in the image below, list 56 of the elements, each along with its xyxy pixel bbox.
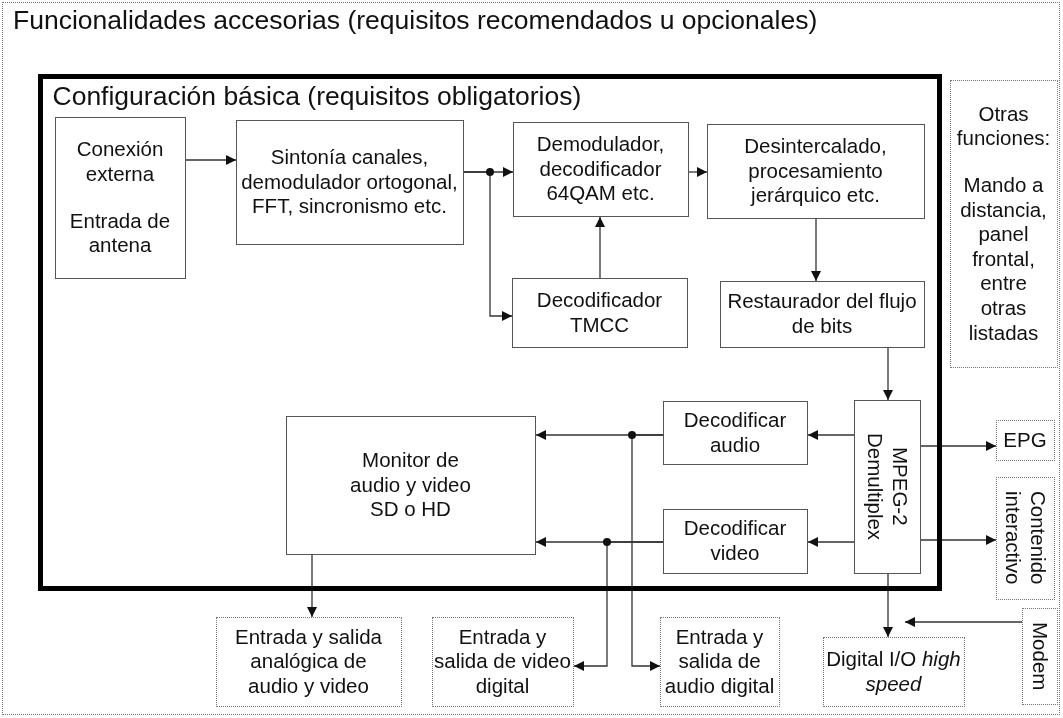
box-label: Otras funciones:	[956, 101, 1051, 151]
box-label: Contenido interactivo	[1001, 490, 1050, 587]
arrow	[807, 430, 855, 440]
box-label: Sintonía canales, demodulador ortogonal, FFT, sincronismo etc.	[240, 145, 459, 219]
arrow	[904, 617, 1023, 627]
arrow	[920, 441, 997, 451]
arrow	[688, 167, 708, 177]
box-label: Entrada de antena	[68, 208, 172, 258]
arrow	[573, 541, 664, 671]
arrow	[463, 171, 513, 321]
arrow	[307, 554, 317, 618]
arrow	[811, 218, 821, 282]
box-label: Desintercalado, procesamiento jerárquico etc.	[743, 134, 888, 208]
process-box	[853, 399, 921, 574]
box-label: EPG	[1003, 427, 1047, 453]
box-label: Digital I/O high speed	[825, 646, 962, 697]
basic-config-frame	[37, 73, 942, 591]
frame-heading: Funcionalidades accesorias (requisitos recomendados u opcionales)	[12, 4, 819, 37]
optional-box	[1021, 607, 1058, 705]
optional-box	[995, 476, 1055, 600]
optional-box	[659, 616, 780, 707]
box-label: Restaurador del flujo de bits	[726, 289, 918, 339]
box-label: Decodificar audio	[682, 407, 788, 458]
box-label: Demodulador, decodificador 64QAM etc.	[535, 132, 666, 206]
process-box	[662, 400, 808, 465]
process-box	[235, 119, 464, 245]
box-label: Monitor de audio y video SD o HD	[349, 448, 472, 522]
box-label: Entrada y salida de audio digital	[663, 624, 776, 699]
box-label: Decodificar video	[682, 516, 788, 566]
process-box	[662, 508, 808, 574]
optional-box	[822, 636, 965, 707]
arrow	[185, 155, 237, 165]
process-box	[54, 116, 186, 279]
arrow	[631, 434, 664, 671]
optional-box	[215, 616, 402, 707]
process-box	[719, 280, 925, 348]
process-box	[511, 277, 688, 348]
process-box	[706, 123, 925, 219]
optional-box	[431, 616, 574, 707]
arrow	[920, 535, 997, 545]
arrow	[883, 347, 893, 401]
process-box	[512, 121, 689, 217]
box-label: Modem	[1027, 621, 1052, 691]
box-label: Decodificador TMCC	[535, 287, 664, 338]
optional-box	[995, 419, 1055, 461]
box-label: Entrada y salida analógica de audio y video	[234, 624, 383, 699]
box-label: Mando a distancia, panel frontal, entre otras listadas	[960, 173, 1047, 346]
arrow	[883, 573, 893, 638]
process-box	[285, 415, 536, 555]
box-label: Conexión externa	[75, 137, 165, 187]
arrow	[807, 537, 855, 547]
box-label: Entrada y salida de video digital	[433, 624, 572, 699]
frame-heading: Configuración básica (requisitos obligatorios)	[51, 79, 583, 113]
arrow	[595, 216, 605, 279]
box-label: MPEG-2 Demultiplex	[863, 431, 912, 543]
optional-box	[949, 79, 1058, 368]
